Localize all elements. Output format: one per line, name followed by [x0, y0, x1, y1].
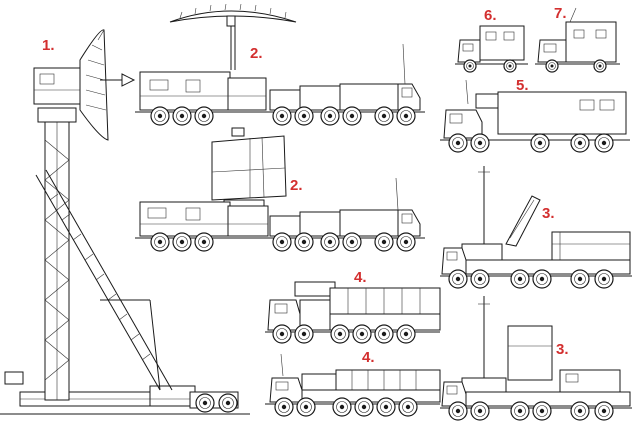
vehicle-6-small-truck: [455, 25, 528, 73]
label-3b: 3.: [556, 341, 569, 358]
label-3a: 3.: [542, 205, 555, 222]
vehicle-5-command-truck: [440, 79, 630, 153]
label-2a: 2.: [250, 45, 263, 62]
label-1: 1.: [42, 37, 55, 54]
vehicle-4a-launcher-truck: [265, 281, 441, 344]
vehicle-2a-radar-truck: [135, 3, 425, 126]
label-5: 5.: [516, 77, 529, 94]
label-7: 7.: [554, 5, 567, 22]
label-4b: 4.: [362, 349, 375, 366]
vehicle-2b-radar-truck: [135, 127, 425, 252]
label-4a: 4.: [354, 269, 367, 286]
vehicle-3b-radar-truck: [440, 296, 632, 421]
label-2b: 2.: [290, 177, 303, 194]
vehicle-7-small-truck: [535, 7, 620, 73]
vehicle-4b-launcher-truck: [265, 353, 441, 417]
vehicle-1-tower-radar: [0, 29, 250, 415]
label-6: 6.: [484, 7, 497, 24]
vehicle-3a-radar-truck: [440, 166, 632, 289]
